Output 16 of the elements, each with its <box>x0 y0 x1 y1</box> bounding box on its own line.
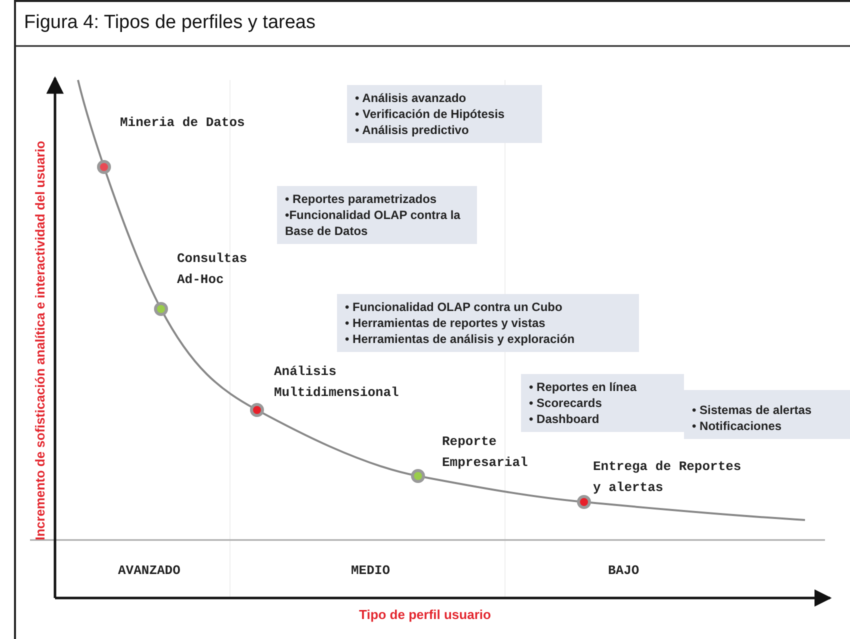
task-list-box: • Reportes parametrizados •Funcionalidad OLAP contra la Base de Datos <box>277 186 477 244</box>
task-list-box: • Análisis avanzado • Verificación de Hipótesis • Análisis predictivo <box>347 85 542 143</box>
category-label: BAJO <box>608 563 640 578</box>
point-label: Mineria de Datos <box>120 114 246 132</box>
task-list-box: • Funcionalidad OLAP contra un Cubo • Herramientas de reportes y vistas • Herramientas de análisis y exploración <box>337 294 639 352</box>
point-label: Análisis Multidimensional <box>274 363 400 402</box>
figure-title: Figura 4: Tipos de perfiles y tareas <box>24 12 316 34</box>
point-label: Consultas Ad-Hoc <box>177 250 248 289</box>
point-label: Entrega de Reportes y alertas <box>593 458 742 497</box>
axis-title: Incremento de sofisticación analítica e interactividad del usuario <box>32 140 48 540</box>
category-label: AVANZADO <box>118 563 180 578</box>
point-label: Reporte Empresarial <box>442 433 529 472</box>
task-list-box: • Sistemas de alertas • Notificaciones <box>684 390 850 439</box>
axis-title: Tipo de perfil usuario <box>359 607 491 622</box>
task-list-box: • Reportes en línea • Scorecards • Dashboard <box>521 374 684 432</box>
category-label: MEDIO <box>351 563 390 578</box>
